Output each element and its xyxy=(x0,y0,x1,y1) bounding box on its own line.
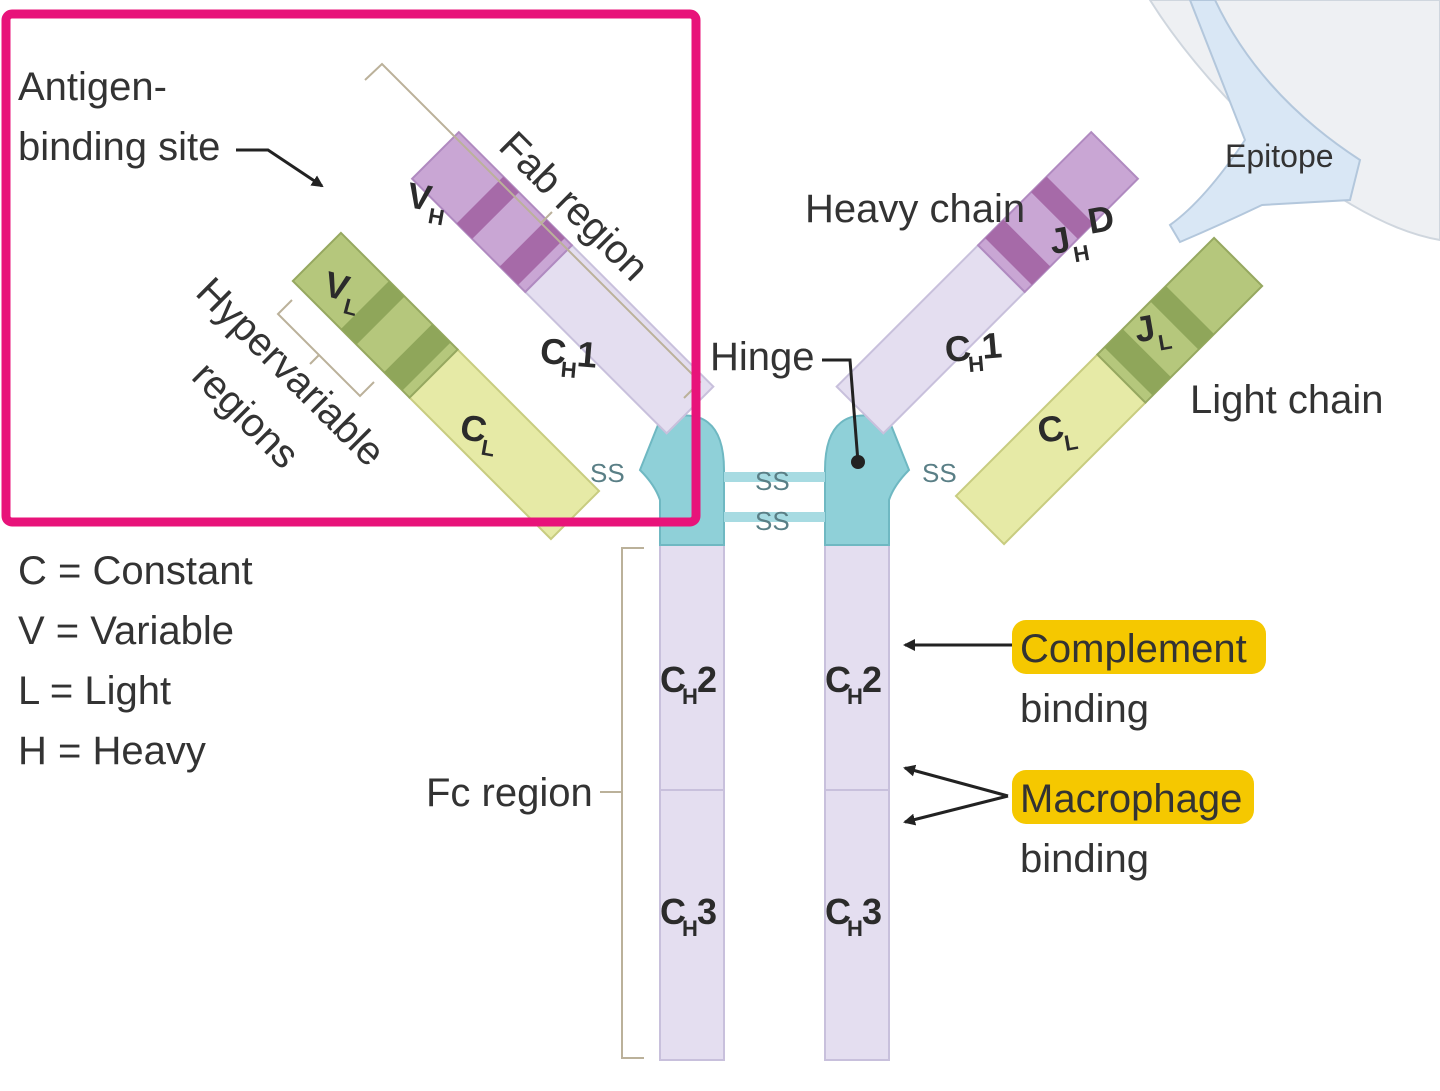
right-ss-label: SS xyxy=(922,458,957,488)
svg-text:H: H xyxy=(967,351,985,377)
left-ch3-label: C H 3 xyxy=(660,891,717,941)
svg-text:H: H xyxy=(1071,240,1091,267)
macrophage-binding-label: binding xyxy=(1020,837,1149,881)
right-heavy-arm xyxy=(835,130,1140,435)
left-vh-label: V H xyxy=(404,174,446,230)
left-ss-label: SS xyxy=(590,458,625,488)
fab-region-bracket-tick xyxy=(540,211,553,224)
legend-heavy: H = Heavy xyxy=(18,729,206,773)
macrophage-arrow-upper xyxy=(903,764,1009,798)
complement-binding-label: binding xyxy=(1020,687,1149,731)
left-light-arm xyxy=(291,231,601,541)
left-ch2-label: C H 2 xyxy=(660,659,717,709)
fc-right-stem xyxy=(824,544,890,1061)
hinge-label: Hinge xyxy=(710,335,815,379)
left-heavy-arm xyxy=(410,130,715,435)
svg-text:C: C xyxy=(539,330,568,373)
fc-left-stem xyxy=(659,544,725,1061)
disulfide-bridge-1 xyxy=(724,472,825,482)
right-ch2-label: C H 2 xyxy=(825,659,882,709)
svg-text:L: L xyxy=(341,293,360,321)
legend-light: L = Light xyxy=(18,669,171,713)
disulfide-bridge-2 xyxy=(724,512,825,522)
right-cl-label: C L xyxy=(1034,406,1080,456)
right-ch1-label: C H 1 xyxy=(943,324,1004,377)
macrophage-label: Macrophage xyxy=(1020,777,1242,821)
hinge-dot xyxy=(851,455,865,469)
heavy-chain-label: Heavy chain xyxy=(805,187,1025,231)
svg-text:1: 1 xyxy=(575,333,599,376)
epitope-shape xyxy=(1168,0,1362,244)
svg-text:C: C xyxy=(825,891,851,932)
svg-text:3: 3 xyxy=(697,891,717,932)
svg-text:L: L xyxy=(1156,329,1174,356)
hinge-ss-label-2: SS xyxy=(755,506,790,536)
svg-text:3: 3 xyxy=(862,891,882,932)
hypervariable-bracket-tick xyxy=(309,354,320,365)
svg-text:H: H xyxy=(682,916,698,941)
svg-text:L: L xyxy=(1062,429,1080,456)
complement-highlight xyxy=(1012,620,1266,674)
legend-constant: C = Constant xyxy=(18,549,253,593)
svg-text:1: 1 xyxy=(980,324,1004,367)
macrophage-highlight xyxy=(1012,770,1254,824)
hinge-arrow xyxy=(822,358,860,463)
right-ch3-label: C H 3 xyxy=(825,891,882,941)
svg-text:C: C xyxy=(943,327,972,370)
svg-text:H: H xyxy=(560,357,578,383)
right-light-arm xyxy=(954,236,1264,546)
svg-text:H: H xyxy=(426,203,446,230)
svg-text:H: H xyxy=(847,684,863,709)
svg-text:C: C xyxy=(825,659,851,700)
fc-region-bracket xyxy=(621,547,644,1059)
svg-text:2: 2 xyxy=(862,659,882,700)
left-vl-label: V L xyxy=(320,263,360,321)
legend-variable: V = Variable xyxy=(18,609,234,653)
macrophage-arrow-lower xyxy=(903,794,1009,826)
complement-label: Complement xyxy=(1020,627,1247,671)
antigen-binding-label-line1: Antigen- xyxy=(18,65,167,109)
svg-text:C: C xyxy=(660,891,686,932)
hinge-right xyxy=(824,414,911,546)
left-ch1-label: C H 1 xyxy=(539,330,599,383)
svg-text:H: H xyxy=(847,916,863,941)
svg-text:C: C xyxy=(660,659,686,700)
antigen-binding-highlight-box xyxy=(1,9,701,527)
left-cl-label: C L xyxy=(457,406,497,462)
svg-text:L: L xyxy=(479,435,497,462)
svg-text:H: H xyxy=(682,684,698,709)
svg-text:2: 2 xyxy=(697,659,717,700)
hinge-ss-label-1: SS xyxy=(755,466,790,496)
fc-region-label: Fc region xyxy=(426,771,593,815)
epitope-label: Epitope xyxy=(1225,138,1334,174)
antigen-binding-label-line2: binding site xyxy=(18,125,220,169)
light-chain-label: Light chain xyxy=(1190,378,1383,422)
antigen-binding-arrow xyxy=(236,148,324,188)
